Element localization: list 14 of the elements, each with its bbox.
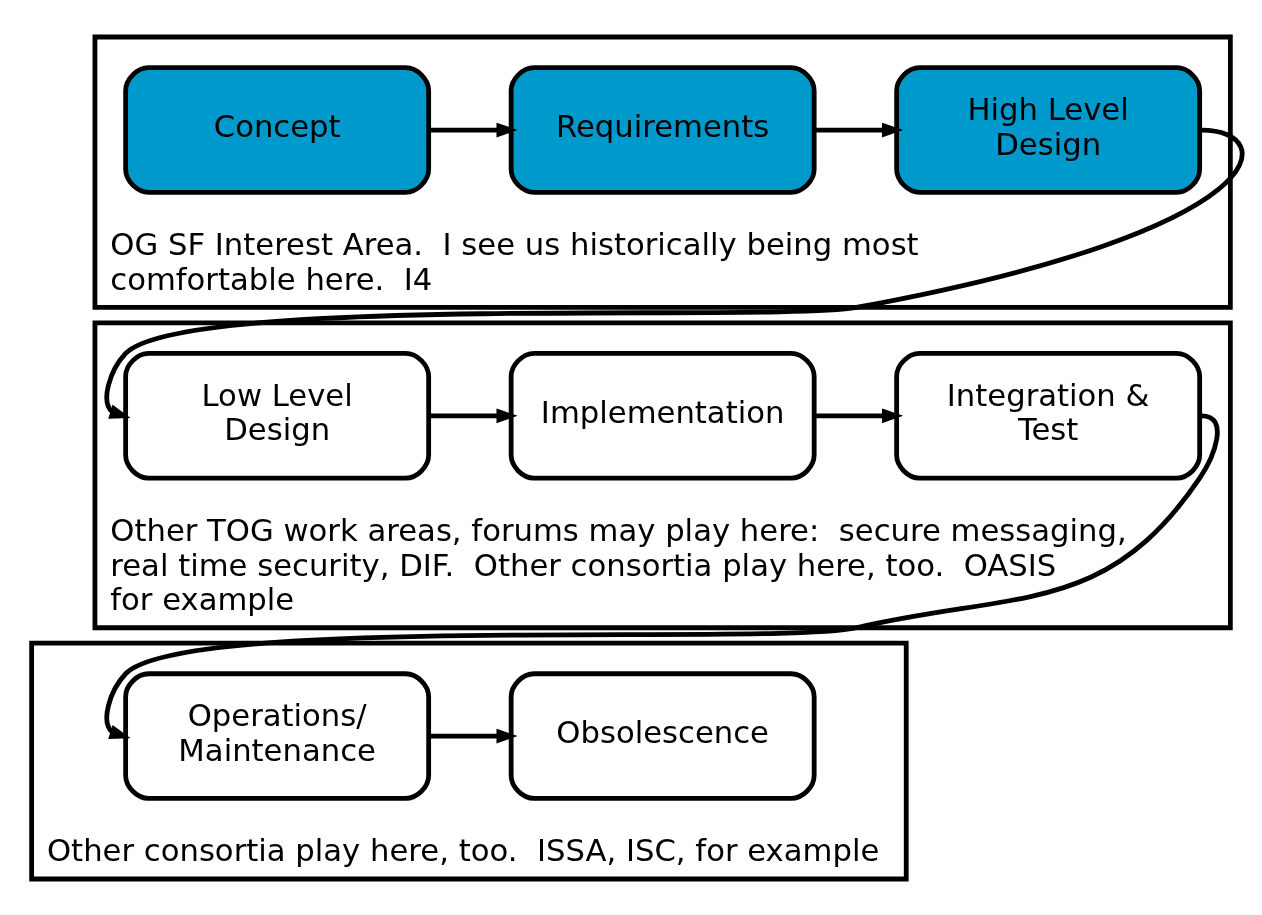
arrow — [814, 122, 904, 137]
arrow — [429, 122, 518, 137]
arrow — [429, 728, 518, 743]
arrow — [429, 407, 518, 423]
arrow — [104, 127, 1244, 419]
node-box: Implementation — [508, 350, 817, 481]
arrow — [814, 407, 904, 423]
node-box: Obsolescence — [508, 670, 817, 801]
node-box: Operations/ Maintenance — [123, 670, 432, 801]
node-box: Concept — [123, 64, 432, 195]
node-box: Integration & Test — [894, 350, 1203, 481]
node-box: Requirements — [508, 64, 817, 195]
node-box: Low Level Design — [123, 350, 432, 481]
node-box: High Level Design — [894, 64, 1203, 195]
